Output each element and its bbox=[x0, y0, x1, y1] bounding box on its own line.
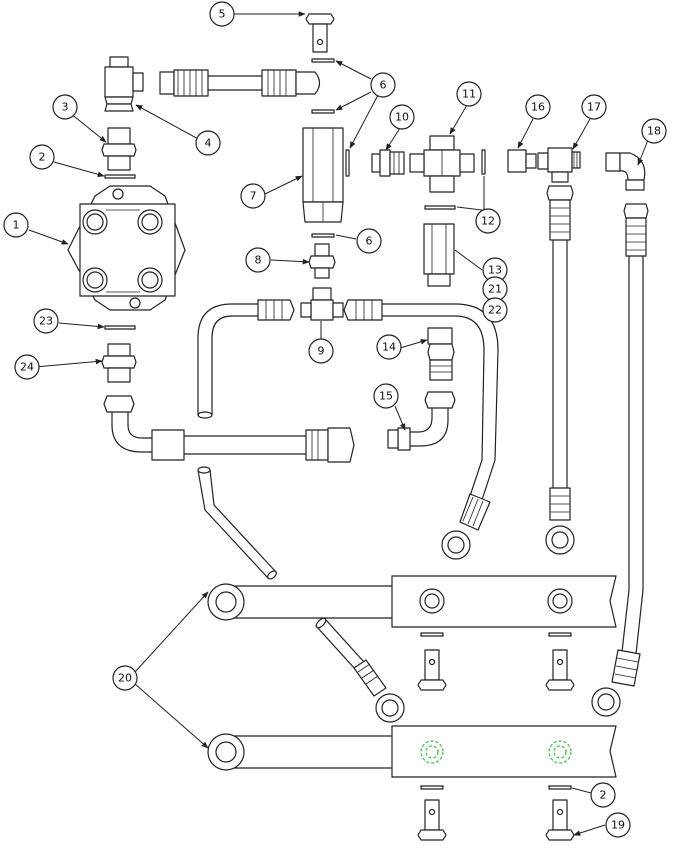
part-1-pump-flange bbox=[67, 185, 186, 311]
callout-15: 15 bbox=[373, 383, 399, 409]
part-5-banjo-bolt bbox=[305, 13, 335, 53]
svg-text:6: 6 bbox=[380, 79, 387, 92]
svg-text:3: 3 bbox=[62, 101, 69, 114]
svg-text:10: 10 bbox=[395, 111, 409, 124]
return-hose-left bbox=[197, 299, 295, 419]
part-12-washers bbox=[424, 149, 486, 210]
svg-text:2: 2 bbox=[39, 151, 46, 164]
callout-23: 23 bbox=[33, 308, 59, 334]
part-18-elbow-hose-assembly bbox=[591, 152, 649, 717]
svg-text:7: 7 bbox=[250, 190, 257, 203]
callout-17: 17 bbox=[581, 94, 607, 120]
svg-text:11: 11 bbox=[462, 88, 476, 101]
svg-text:4: 4 bbox=[205, 137, 212, 150]
callout-10: 10 bbox=[389, 104, 415, 130]
svg-text:2: 2 bbox=[600, 789, 607, 802]
callout-7: 7 bbox=[240, 183, 266, 209]
part-14-swivel-adapter bbox=[427, 327, 455, 381]
part-10-adapter bbox=[371, 149, 405, 177]
part-13-coupler bbox=[423, 223, 455, 287]
svg-text:5: 5 bbox=[219, 8, 226, 21]
callout-12: 12 bbox=[475, 208, 501, 234]
svg-text:1: 1 bbox=[13, 219, 20, 232]
svg-text:15: 15 bbox=[379, 390, 393, 403]
part-3-adapter-fitting bbox=[101, 127, 137, 171]
part-2-washer bbox=[104, 174, 136, 179]
callout-18: 18 bbox=[641, 118, 667, 144]
callout-1: 1 bbox=[3, 212, 29, 238]
part-23-washer bbox=[104, 325, 136, 330]
part-20-upper-arm bbox=[207, 575, 617, 628]
suction-hose-assembly bbox=[103, 395, 355, 580]
part-20-lower-arm bbox=[207, 725, 617, 778]
part-16-adapter bbox=[507, 149, 537, 173]
svg-text:24: 24 bbox=[20, 361, 34, 374]
banjo-bolt-set-upper bbox=[417, 632, 575, 691]
callout-8: 8 bbox=[245, 247, 271, 273]
callout-24: 24 bbox=[14, 354, 40, 380]
callout-3: 3 bbox=[52, 94, 78, 120]
svg-text:22: 22 bbox=[488, 304, 502, 317]
part-24-adapter-fitting bbox=[101, 343, 137, 383]
svg-text:18: 18 bbox=[647, 125, 661, 138]
part-7-filter-body bbox=[302, 127, 344, 223]
callout-11: 11 bbox=[456, 81, 482, 107]
callout-2-upper: 2 bbox=[29, 144, 55, 170]
return-hose-right bbox=[343, 299, 499, 560]
svg-text:23: 23 bbox=[39, 315, 53, 328]
callout-20: 20 bbox=[112, 665, 138, 691]
part-6-washers bbox=[311, 58, 350, 238]
callout-6-lower: 6 bbox=[356, 228, 382, 254]
part-8-nipple-fitting bbox=[308, 243, 336, 279]
callout-4: 4 bbox=[195, 130, 221, 156]
svg-text:8: 8 bbox=[255, 254, 262, 267]
callout-2-lower: 2 bbox=[590, 782, 616, 808]
callout-9: 9 bbox=[308, 338, 334, 364]
leader-lines bbox=[28, 11, 649, 836]
banjo-bolt-set-lower bbox=[417, 785, 575, 841]
svg-text:14: 14 bbox=[382, 341, 396, 354]
callout-19: 19 bbox=[605, 812, 631, 838]
part-17-tee-hose-assembly bbox=[537, 147, 581, 555]
callout-21: 21 bbox=[482, 276, 508, 302]
callout-6-upper: 6 bbox=[370, 72, 396, 98]
svg-text:13: 13 bbox=[488, 264, 502, 277]
svg-text:21: 21 bbox=[488, 283, 502, 296]
svg-text:19: 19 bbox=[611, 819, 625, 832]
svg-text:6: 6 bbox=[366, 235, 373, 248]
svg-text:20: 20 bbox=[118, 672, 132, 685]
part-15-elbow-fitting bbox=[387, 391, 456, 451]
svg-text:9: 9 bbox=[318, 345, 325, 358]
svg-text:17: 17 bbox=[587, 101, 601, 114]
callout-balloons: 1 2 3 4 5 6 7 6 8 9 10 11 12 13 21 22 14… bbox=[3, 1, 667, 838]
callout-14: 14 bbox=[376, 334, 402, 360]
short-hose-banjo bbox=[315, 617, 405, 723]
part-11-cross-fitting bbox=[409, 135, 475, 193]
callout-22: 22 bbox=[482, 297, 508, 323]
callout-16: 16 bbox=[525, 94, 551, 120]
svg-text:16: 16 bbox=[531, 101, 545, 114]
svg-text:12: 12 bbox=[481, 215, 495, 228]
part-4-elbow-hose-assembly bbox=[104, 56, 321, 112]
part-9-tee-fitting bbox=[300, 287, 344, 321]
callout-5: 5 bbox=[209, 1, 235, 27]
callout-13: 13 bbox=[482, 257, 508, 283]
